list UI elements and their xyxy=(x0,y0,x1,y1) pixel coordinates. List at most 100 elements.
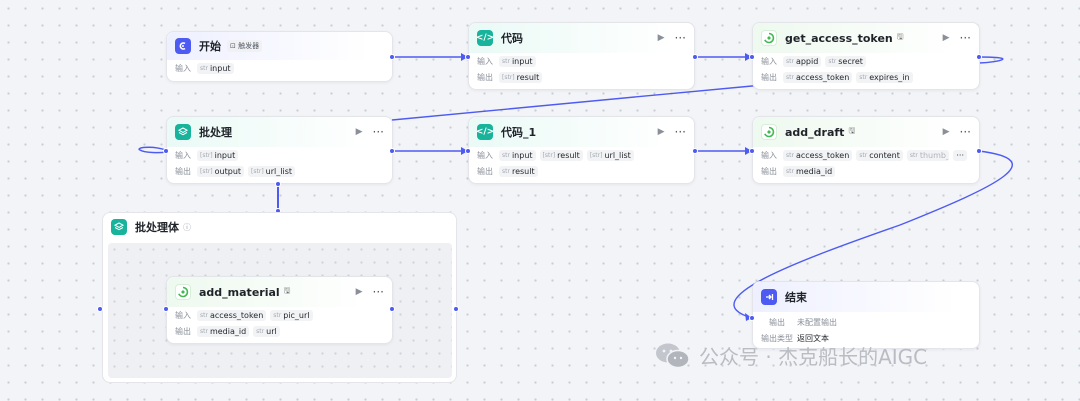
layers-icon xyxy=(111,219,127,235)
wire-draft-to-end xyxy=(733,150,1013,319)
node-batch[interactable]: 批处理 ▶ ··· 输入 [str]input 输出 [str]output [… xyxy=(166,116,393,184)
output-row: 输出 [str]result xyxy=(469,69,694,85)
input-port[interactable] xyxy=(749,148,755,154)
plugin-icon xyxy=(761,30,777,46)
input-port[interactable] xyxy=(749,54,755,60)
info-icon[interactable]: ⓘ xyxy=(183,222,191,232)
plugin-icon xyxy=(175,284,191,300)
more-icon[interactable]: ··· xyxy=(959,125,971,139)
output-type-value: 返回文本 xyxy=(797,333,829,343)
run-icon[interactable]: ▶ xyxy=(657,33,665,43)
input-port[interactable] xyxy=(163,148,169,154)
more-icon[interactable]: ··· xyxy=(959,31,971,45)
more-icon[interactable]: ··· xyxy=(674,125,686,139)
input-port[interactable] xyxy=(465,54,471,60)
node-title: 开始 xyxy=(199,40,221,53)
more-icon[interactable]: ··· xyxy=(372,285,384,299)
node-end[interactable]: 结束 输出 未配置输出 输出类型 返回文本 xyxy=(752,281,980,349)
param-tag: [str]input xyxy=(197,149,239,161)
param-tag: [str]output xyxy=(197,165,245,177)
param-tag: [str]result xyxy=(499,71,543,83)
output-port[interactable] xyxy=(389,306,395,312)
output-port[interactable] xyxy=(692,148,698,154)
group-title: 批处理体 xyxy=(135,221,179,234)
more-icon[interactable]: ··· xyxy=(372,125,384,139)
start-icon xyxy=(175,38,191,54)
node-title: add_material xyxy=(199,285,280,299)
watermark: 公众号 · 杰克船长的AIGC xyxy=(655,341,927,370)
input-row: 输入 [str]input xyxy=(167,147,392,163)
trigger-badge: ⊡ 触发器 xyxy=(227,40,263,52)
trigger-icon: ⊡ xyxy=(230,42,236,50)
save-icon: 🖫 xyxy=(283,286,291,295)
node-title: add_draft xyxy=(785,125,845,139)
more-params-button[interactable]: ··· xyxy=(953,149,967,161)
exit-icon xyxy=(761,289,777,305)
run-icon[interactable]: ▶ xyxy=(942,127,950,137)
node-title: 批处理 xyxy=(199,126,232,139)
output-port[interactable] xyxy=(389,148,395,154)
run-icon[interactable]: ▶ xyxy=(355,287,363,297)
input-port[interactable] xyxy=(163,306,169,312)
code-icon: </> xyxy=(476,124,494,140)
output-port[interactable] xyxy=(976,54,982,60)
param-tag: [str]result xyxy=(539,149,583,161)
output-row: 输出 [str]output [str]url_list xyxy=(167,163,392,179)
layers-icon xyxy=(175,124,191,140)
node-title: 代码_1 xyxy=(501,126,537,139)
node-title: 结束 xyxy=(785,291,807,304)
output-value: 未配置输出 xyxy=(797,317,837,327)
wire-token-to-batch xyxy=(391,56,1004,121)
input-port[interactable] xyxy=(749,315,755,321)
group-input-port[interactable] xyxy=(97,306,103,312)
output-row: 输出 未配置输出 xyxy=(769,317,837,327)
output-port[interactable] xyxy=(976,148,982,154)
run-icon[interactable]: ▶ xyxy=(355,127,363,137)
batch-body-port[interactable] xyxy=(275,181,281,187)
output-port[interactable] xyxy=(692,54,698,60)
node-title: 代码 xyxy=(501,32,523,45)
more-icon[interactable]: ··· xyxy=(674,31,686,45)
plugin-icon xyxy=(761,124,777,140)
param-tag: [str]url_list xyxy=(586,149,634,161)
run-icon[interactable]: ▶ xyxy=(942,33,950,43)
watermark-text: 公众号 · 杰克船长的AIGC xyxy=(699,345,928,369)
wechat-icon xyxy=(655,342,691,370)
input-port[interactable] xyxy=(465,148,471,154)
save-icon: 🖫 xyxy=(848,126,856,135)
run-icon[interactable]: ▶ xyxy=(657,127,665,137)
code-icon: </> xyxy=(476,30,494,46)
output-port[interactable] xyxy=(389,54,395,60)
group-output-port[interactable] xyxy=(453,306,459,312)
node-title: get_access_token xyxy=(785,31,893,45)
